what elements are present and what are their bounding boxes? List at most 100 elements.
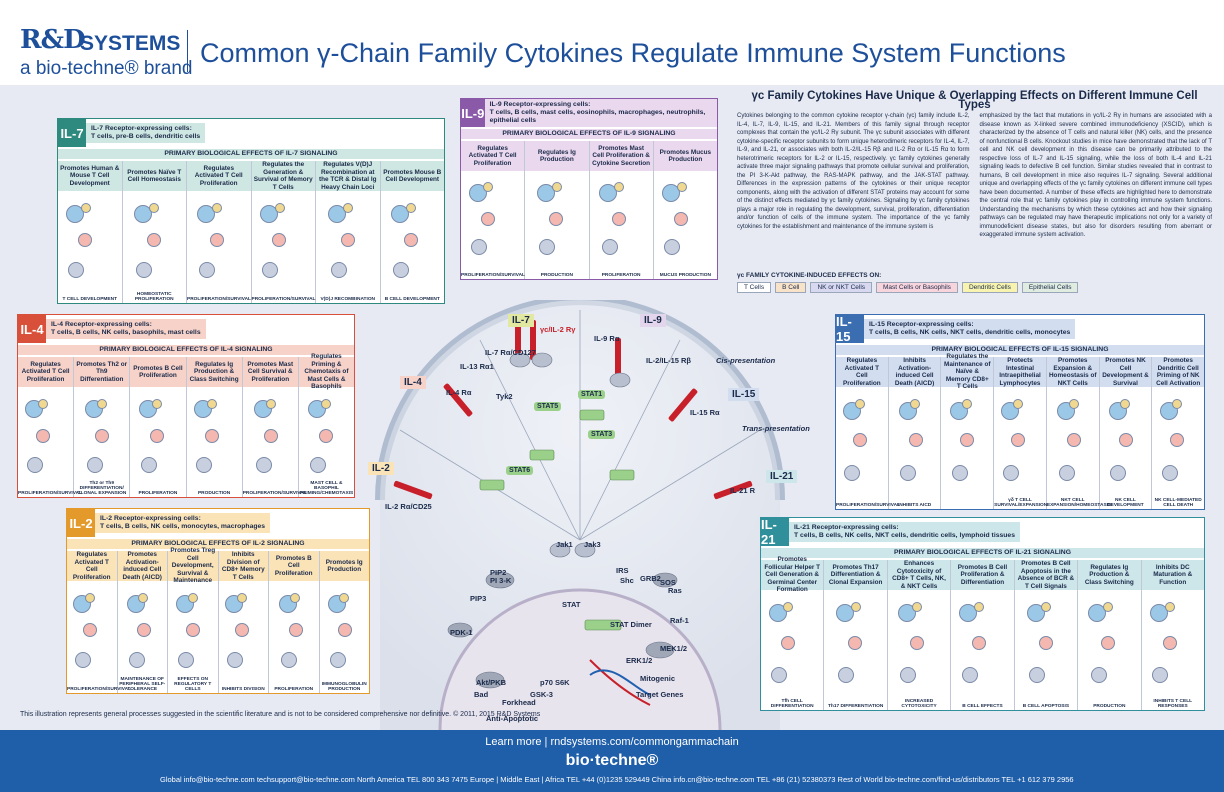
receptor-cells-heading: IL-21 Receptor-expressing cells: [794, 524, 899, 531]
bio-techne-logo: bio·techne® [565, 752, 659, 769]
grb2-label: GRB2 [640, 574, 661, 583]
cell-illustration [146, 233, 161, 248]
cell-illustration [75, 652, 92, 669]
effect-footer: INCREASED CYTOTOXICITY [901, 699, 937, 709]
effect-column: Regulates V(D)J Recombination at the TCR… [316, 161, 381, 303]
panel-tag: IL-9 [461, 99, 485, 127]
learn-more-link[interactable]: Learn more | rndsystems.com/commongammac… [485, 736, 739, 748]
cell-illustration [848, 635, 863, 650]
effect-illustration [302, 391, 351, 485]
receptor-gamma [530, 320, 536, 360]
receptor-cells-heading: IL-9 Receptor-expressing cells: [489, 101, 591, 108]
effect-title: Regulates V(D)J Recombination at the TCR… [316, 161, 380, 191]
cell-illustration [234, 623, 249, 638]
effect-title: Regulates Activated T Cell Proliferation [461, 141, 525, 171]
effect-title: Promotes B Cell Apoptosis in the Absence… [1014, 560, 1078, 590]
cell-illustration [261, 262, 278, 279]
effects-columns: Regulates Activated T Cell Proliferation… [836, 353, 1204, 509]
label-gamma: γc/IL-2 Rγ [540, 325, 576, 334]
effect-column: Regulates Activated T Cell Proliferation… [187, 161, 252, 303]
header: R&D SYSTEMS a bio-techne® brand Common γ… [0, 0, 1224, 85]
cell-illustration [199, 262, 216, 279]
effect-footer: INHIBITS T CELL RESPONSES [1153, 699, 1193, 709]
cell-illustration [141, 456, 158, 473]
effect-column: Inhibits Division of CD8+ Memory T Cells… [218, 551, 269, 693]
jak1-node [509, 352, 531, 368]
cell-illustration [86, 456, 103, 473]
legend-title: γc FAMILY CYTOKINE-INDUCED EFFECTS ON: [737, 272, 882, 279]
label-il2ra: IL-2 Rα/CD25 [385, 502, 432, 511]
label-il4ra: IL-4 Rα [446, 388, 472, 397]
cell-illustration [664, 239, 681, 256]
effect-column: Regulates Priming & Chemotaxis of Mast C… [298, 353, 354, 497]
receptor-cells-box: IL-4 Receptor-expressing cells:T cells, … [46, 319, 206, 339]
effects-bar: PRIMARY BIOLOGICAL EFFECTS OF IL-9 SIGNA… [461, 129, 717, 139]
effect-footer: MAST CELL & BASOPHIL PRIMING/CHEMOTAXIS [299, 481, 354, 496]
cell-illustration [264, 428, 279, 443]
effect-illustration [464, 175, 521, 267]
effect-footer: NKT CELL EXPANSION/HOMEOSTASIS [1046, 498, 1112, 508]
grb2-node [652, 572, 678, 588]
bad-label: Bad [474, 690, 489, 699]
intro-right-text: emphasized by the fact that mutations in… [979, 113, 1213, 238]
effect-illustration [944, 391, 990, 497]
cell-illustration [149, 202, 160, 213]
effect-title: Promotes Expansion & Homeostasis of NKT … [1046, 357, 1099, 387]
cell-illustration [310, 456, 327, 473]
effect-illustration [190, 195, 248, 291]
effects-bar: PRIMARY BIOLOGICAL EFFECTS OF IL-7 SIGNA… [58, 149, 444, 159]
receptor-cells-box: IL-2 Receptor-expressing cells:T cells, … [95, 513, 271, 533]
effect-title: Promotes Mast Cell Proliferation & Cytok… [589, 141, 653, 171]
cell-illustration [209, 233, 224, 248]
jak1-node [549, 542, 571, 558]
cell-illustration [908, 433, 923, 448]
stat-dimer-node [584, 619, 622, 631]
cell-illustration [468, 184, 487, 203]
effect-column: Protects Intestinal Intraepithelial Lymp… [994, 357, 1047, 509]
effect-illustration [997, 391, 1043, 497]
effect-column: Regulates Activated T Cell Proliferation… [836, 357, 900, 509]
effect-illustration [657, 175, 714, 267]
effect-footer: PROLIFERATION/SURVIVAL [187, 297, 251, 302]
label-il7ra: IL-7 Rα/CD127 [485, 348, 536, 357]
cell-illustration [196, 204, 215, 223]
label-il2rb: IL-2/IL-15 Rβ [646, 356, 691, 365]
effect-title: Inhibits DC Maturation & Function [1141, 560, 1204, 590]
effect-title: Regulates the Maintenance of Naïve & Mem… [941, 353, 994, 390]
cell-illustration [266, 398, 277, 409]
cell-illustration [97, 398, 108, 409]
effect-title: Regulates Ig Production [525, 141, 589, 171]
cell-illustration [674, 211, 689, 226]
receptor-cells-heading: IL-7 Receptor-expressing cells: [91, 125, 192, 132]
effect-title: Inhibits Activation-induced Cell Death (… [888, 357, 941, 387]
cell-illustration [390, 204, 409, 223]
cell-illustration [337, 623, 352, 638]
disclaimer: This illustration represents general pro… [20, 711, 541, 718]
effects-bar: PRIMARY BIOLOGICAL EFFECTS OF IL-15 SIGN… [836, 345, 1204, 355]
jak1-node [609, 372, 631, 388]
effect-column: Regulates Ig Production & Class Switchin… [1078, 560, 1142, 710]
effect-footer: PROLIFERATION/SURVIVAL [67, 687, 131, 692]
receptor-il9 [615, 338, 621, 378]
effect-illustration [61, 195, 119, 291]
cell-illustration [67, 262, 84, 279]
cell-illustration [1118, 433, 1133, 448]
stat5-node [529, 449, 555, 461]
cell-illustration [227, 652, 244, 669]
effect-title: Inhibits Division of CD8+ Memory T Cells [218, 551, 268, 581]
ras-label: Ras [668, 586, 682, 595]
cell-illustration [259, 204, 278, 223]
forkhead-label: Forkhead [502, 698, 536, 707]
stat6-label: STAT6 [506, 466, 534, 475]
effect-footer: V(D)J RECOMBINATION [320, 297, 376, 302]
mitogenic-label: Mitogenic [640, 674, 675, 683]
cell-illustration [470, 239, 487, 256]
dna-helix [589, 659, 651, 706]
effect-footer: PRODUCTION [197, 491, 231, 496]
